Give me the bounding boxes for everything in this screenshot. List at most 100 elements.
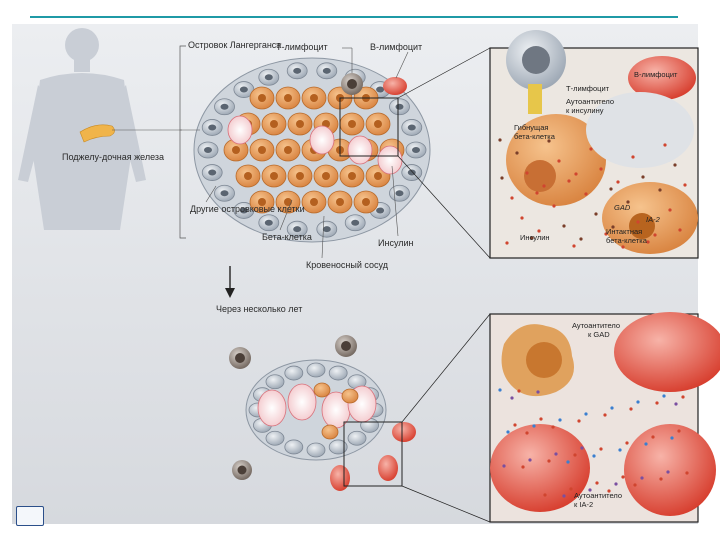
insulin-particle bbox=[658, 188, 662, 192]
antibody-particle bbox=[681, 395, 685, 399]
islet-bottom bbox=[245, 359, 387, 461]
antibody-particle bbox=[618, 448, 622, 452]
insulin-particle bbox=[542, 184, 546, 188]
antibody-particle bbox=[536, 390, 540, 394]
other-cells-label: Другие островковые клетки bbox=[190, 204, 305, 214]
slide-nav-icon[interactable] bbox=[16, 506, 44, 526]
insulin-particle bbox=[574, 172, 578, 176]
islet-cell bbox=[328, 439, 348, 455]
antibody-particle bbox=[580, 446, 584, 450]
insulin-particle bbox=[641, 175, 645, 179]
islet-cell bbox=[265, 374, 285, 390]
antibody-particle bbox=[685, 471, 689, 475]
beta-cell-nucleus bbox=[244, 172, 252, 180]
islet-bracket bbox=[179, 45, 186, 239]
beta-cell-nucleus bbox=[310, 94, 318, 102]
antibody-particle bbox=[510, 396, 514, 400]
inset-bottom bbox=[489, 312, 720, 523]
beta-cell-nucleus bbox=[270, 120, 278, 128]
bottom-lymphocytes bbox=[229, 335, 357, 480]
antibody-particle bbox=[551, 425, 555, 429]
islet-label: Островок Лангерганса bbox=[188, 40, 281, 50]
islet-cell bbox=[306, 362, 326, 378]
time-arrow bbox=[225, 266, 235, 298]
insulin-particle bbox=[683, 183, 687, 187]
vessel-cell bbox=[309, 125, 335, 155]
antibody-particle bbox=[677, 429, 681, 433]
insulin-particle bbox=[611, 225, 615, 229]
insulin-particle bbox=[663, 143, 667, 147]
insulin-particle bbox=[520, 216, 524, 220]
antibody-particle bbox=[599, 447, 603, 451]
bottom-red-cells bbox=[330, 422, 416, 491]
b-lymphocyte bbox=[383, 77, 407, 95]
beta-cell-nucleus bbox=[296, 172, 304, 180]
antibody-particle bbox=[506, 430, 510, 434]
antibody-particle bbox=[569, 487, 573, 491]
islet-cell bbox=[347, 430, 367, 446]
beta-cell-nucleus bbox=[258, 198, 266, 206]
inset-t-lymph-label: Т-лимфоцит bbox=[566, 84, 610, 93]
antibody-particle bbox=[640, 476, 644, 480]
insulin-particle bbox=[616, 180, 620, 184]
antibody-particle bbox=[633, 483, 637, 487]
islet-cell-nucleus bbox=[239, 86, 248, 93]
insulin-particle bbox=[621, 245, 625, 249]
insulin-particle bbox=[498, 138, 502, 142]
pancreas-shape bbox=[79, 124, 115, 143]
antibody-particle bbox=[607, 489, 611, 493]
beta-cell-nucleus bbox=[232, 146, 240, 154]
islet-cell-nucleus bbox=[351, 219, 360, 226]
antibody-particle bbox=[528, 458, 532, 462]
beta-cell-nucleus bbox=[348, 172, 356, 180]
insulin-label: Инсулин bbox=[378, 238, 414, 248]
years-label: Через несколько лет bbox=[216, 304, 302, 314]
vessel-cell bbox=[287, 383, 317, 421]
beta-cell-nucleus bbox=[310, 198, 318, 206]
islet-cell-nucleus bbox=[322, 67, 331, 74]
antibody-particle bbox=[517, 389, 521, 393]
antibody-particle bbox=[603, 413, 607, 417]
insulin-particle bbox=[515, 151, 519, 155]
islet-cell bbox=[265, 430, 285, 446]
antibody-particle bbox=[554, 452, 558, 456]
inset-top bbox=[489, 30, 699, 259]
islet-cell-nucleus bbox=[293, 226, 302, 233]
insulin-particle bbox=[631, 155, 635, 159]
islet-cell-nucleus bbox=[412, 147, 420, 153]
antibody-particle bbox=[547, 459, 551, 463]
inset-ia2-label: IA-2 bbox=[646, 215, 661, 224]
islet-cell bbox=[328, 365, 348, 381]
antibody-particle bbox=[558, 418, 562, 422]
inset-insulin-label: Инсулин bbox=[520, 233, 550, 242]
islet-cell-nucleus bbox=[407, 124, 416, 131]
islet-cell-nucleus bbox=[204, 147, 212, 153]
zoom-box-bottom bbox=[343, 421, 403, 487]
insulin-particle bbox=[562, 224, 566, 228]
insulin-particle bbox=[500, 176, 504, 180]
beta-cell-nucleus bbox=[284, 146, 292, 154]
antibody-particle bbox=[610, 406, 614, 410]
antibody-particle bbox=[629, 407, 633, 411]
antibody-particle bbox=[525, 431, 529, 435]
b-lymph-label: В-лимфоцит bbox=[370, 42, 422, 52]
insulin-particle bbox=[535, 191, 539, 195]
vessel-cell bbox=[257, 389, 287, 427]
islet-cell-nucleus bbox=[407, 169, 416, 176]
beta-cell-nucleus bbox=[336, 198, 344, 206]
beta-cell bbox=[313, 382, 331, 398]
antibody-particle bbox=[592, 454, 596, 458]
human-silhouette bbox=[18, 28, 146, 230]
insulin-particle bbox=[510, 196, 514, 200]
islet-cell-nucleus bbox=[322, 226, 331, 233]
islet-cell-nucleus bbox=[220, 190, 229, 197]
islet-cell-nucleus bbox=[376, 207, 385, 214]
beta-cell bbox=[341, 388, 359, 404]
beta-cell-nucleus bbox=[258, 146, 266, 154]
islet-cell-nucleus bbox=[220, 103, 229, 110]
antibody-particle bbox=[662, 394, 666, 398]
beta-cell-nucleus bbox=[374, 120, 382, 128]
